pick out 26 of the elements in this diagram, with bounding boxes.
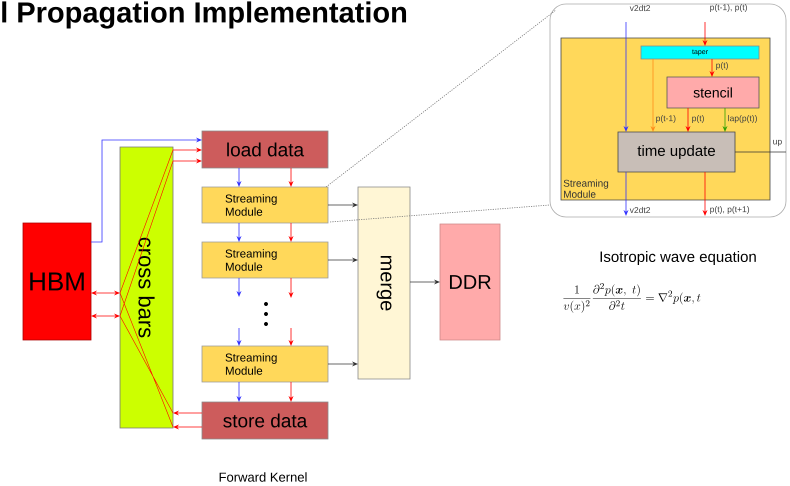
edge-label: v2dt2 xyxy=(630,206,650,214)
crossbar-box: cross bars xyxy=(120,146,174,428)
module-box: Streaming Module xyxy=(202,346,328,382)
caption: Forward Kernel xyxy=(220,472,307,482)
module-box: Streaming Module xyxy=(202,186,328,224)
module-box: Streaming Module xyxy=(202,242,328,278)
edge-label: v2dt2 xyxy=(630,4,650,12)
memory-box: DDR xyxy=(440,224,500,340)
edge-label: lap(p(t)) xyxy=(728,115,757,123)
edge-label: p(t) xyxy=(716,62,728,70)
edge-label: p(t) xyxy=(692,115,704,123)
edge-label: p(t), p(t+1) xyxy=(710,206,750,214)
process-box: store data xyxy=(202,402,328,440)
wave-equation: $\frac{1}{v(x)^2}\frac{\partial^2 p(\boldsymbol{x},\ t)}{\partial^2 t} = \nabla^2 p(\boldsymbol{x},t$ xyxy=(563,283,700,313)
process-box: stencil xyxy=(666,76,760,108)
edge-label: p(t-1), p(t) xyxy=(710,4,747,12)
edge-label: p(t-1) xyxy=(656,115,676,123)
merge-box: merge xyxy=(358,186,410,380)
process-box: time update xyxy=(618,132,736,172)
memory-box: HBM xyxy=(22,222,92,340)
leader-line xyxy=(330,204,550,222)
edge-label: up xyxy=(773,140,782,146)
slide-title: l Propagation Implementation xyxy=(2,1,406,29)
equation-heading: Isotropic wave equation xyxy=(600,251,756,265)
process-box: load data xyxy=(202,130,328,168)
leader-line xyxy=(326,10,556,188)
